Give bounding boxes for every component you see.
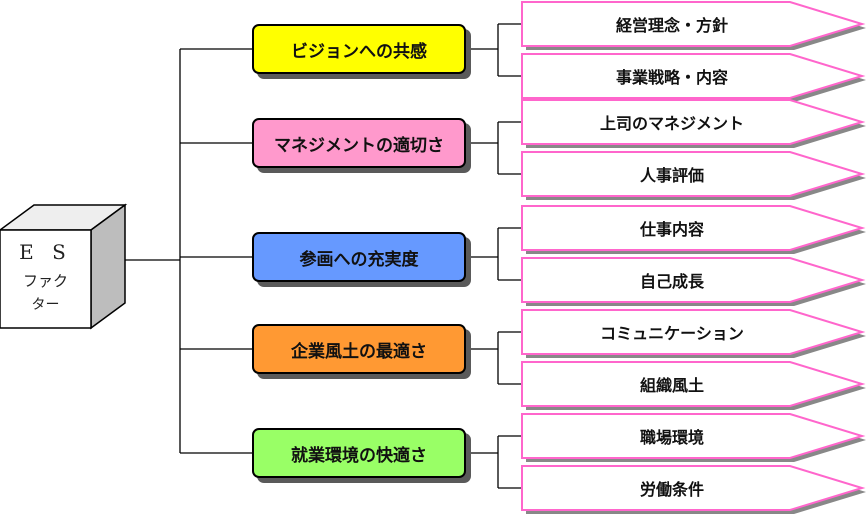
leaf-arrow-0-0 xyxy=(521,0,866,47)
leaf-label-4-1: 労働条件 xyxy=(639,480,704,499)
leaf-arrow-1-1 xyxy=(521,151,866,197)
category-box-2: 参画への充実度 xyxy=(252,232,466,282)
root-label-line2: ファク xyxy=(22,272,68,290)
category-box-1: マネジメントの適切さ xyxy=(252,118,466,168)
category-box-4: 就業環境の快適さ xyxy=(252,428,466,478)
leaf-arrow-2-0 xyxy=(521,205,866,251)
leaf-arrow-2-1 xyxy=(521,257,866,303)
leaf-arrow-3-1 xyxy=(521,361,866,407)
leaf-label-3-1: 組織風土 xyxy=(639,376,704,395)
leaf-label-2-0: 仕事内容 xyxy=(639,220,704,239)
leaf-arrow-1-0 xyxy=(521,99,866,145)
leaf-arrow-0-1 xyxy=(521,53,866,99)
root-label-es: E S xyxy=(19,240,72,264)
category-label-1: マネジメントの適切さ xyxy=(274,135,444,156)
leaf-label-3-0: コミュニケーション xyxy=(600,324,744,343)
category-box-0: ビジョンへの共感 xyxy=(252,24,466,74)
leaf-arrow-3-0 xyxy=(521,309,866,355)
category-label-4: 就業環境の快適さ xyxy=(291,445,427,466)
root-cube xyxy=(0,203,128,330)
category-box-3: 企業風土の最適さ xyxy=(252,324,466,374)
category-label-2: 参画への充実度 xyxy=(299,249,419,270)
category-label-3: 企業風土の最適さ xyxy=(291,341,427,362)
leaf-label-0-0: 経営理念・方針 xyxy=(615,16,728,35)
category-label-0: ビジョンへの共感 xyxy=(291,41,427,62)
leaf-label-2-1: 自己成長 xyxy=(639,272,704,291)
leaf-arrow-4-0 xyxy=(521,413,866,459)
connector-lines xyxy=(125,23,522,489)
leaf-label-1-0: 上司のマネジメント xyxy=(599,114,744,133)
leaf-label-1-1: 人事評価 xyxy=(639,166,704,185)
leaf-arrows xyxy=(521,0,866,514)
leaf-arrow-4-1 xyxy=(521,465,866,511)
leaf-label-0-1: 事業戦略・内容 xyxy=(615,68,728,87)
root-label-line3: ター xyxy=(31,297,60,313)
leaf-label-4-0: 職場環境 xyxy=(639,428,704,447)
